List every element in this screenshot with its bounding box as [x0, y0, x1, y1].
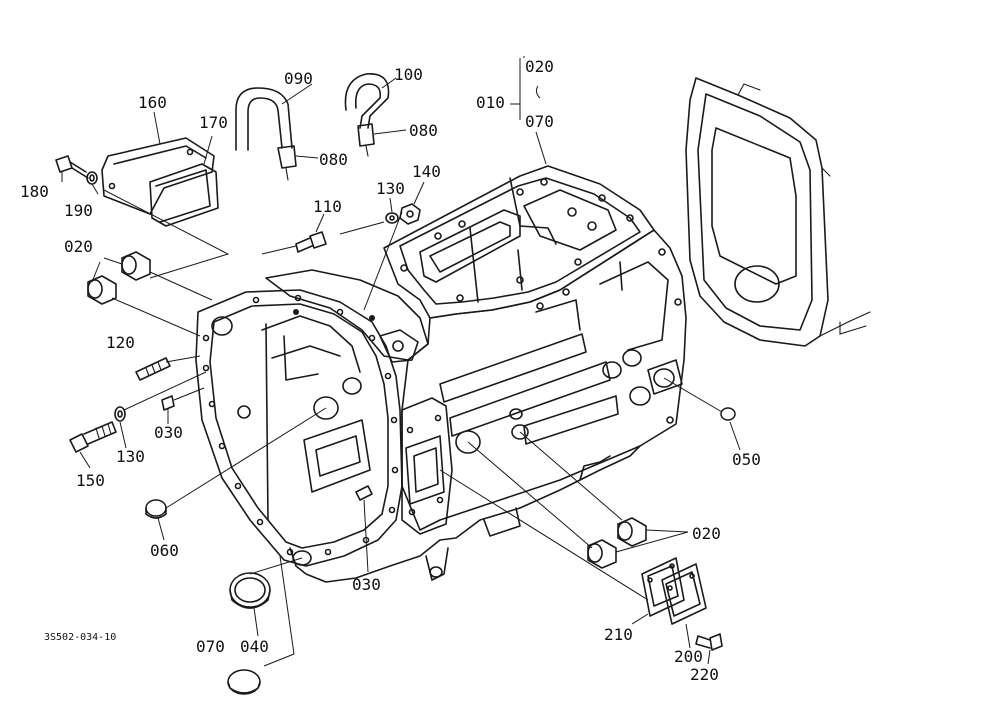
bushings-020-upper — [87, 251, 151, 305]
drawing-number: 3S502-034-10 — [44, 632, 116, 643]
callout-130-upper: 130 — [376, 179, 405, 198]
callout-010: 010 — [476, 93, 505, 112]
callout-210: 210 — [604, 625, 633, 644]
callout-030-left: 030 — [154, 423, 183, 442]
pipe-090 — [235, 87, 297, 181]
callout-020-right: 020 — [692, 524, 721, 543]
pin-030-front — [355, 485, 373, 501]
callout-100: 100 — [394, 65, 423, 84]
plug-050 — [720, 407, 736, 421]
callout-110: 110 — [313, 197, 342, 216]
callout-120: 120 — [106, 333, 135, 352]
callout-090: 090 — [284, 69, 313, 88]
callout-labels: 010 020 070 090 100 080 080 160 170 180 … — [20, 57, 761, 684]
bolt-150 — [69, 421, 117, 453]
pin-030-left — [161, 395, 175, 411]
plug-060 — [145, 499, 167, 519]
bolt-180 — [55, 155, 89, 179]
gasket-170 — [149, 163, 219, 227]
callout-200: 200 — [674, 647, 703, 666]
callout-170: 170 — [199, 113, 228, 132]
side-cover-160 — [101, 137, 215, 215]
callout-220: 220 — [690, 665, 719, 684]
callout-050: 050 — [732, 450, 761, 469]
callout-180: 180 — [20, 182, 49, 201]
gasket-210 — [641, 557, 685, 617]
bushings-020-lower — [587, 517, 647, 569]
callout-070-upper: 070 — [525, 112, 554, 131]
cover-200 — [661, 563, 707, 625]
callout-060: 060 — [150, 541, 179, 560]
bolt-220 — [695, 633, 723, 651]
plug-040 — [229, 572, 271, 609]
bolt-110 — [295, 231, 327, 253]
callout-140: 140 — [412, 162, 441, 181]
nut-140 — [399, 203, 421, 225]
callout-130-lower: 130 — [116, 447, 145, 466]
callout-160: 160 — [138, 93, 167, 112]
callout-080-right: 080 — [409, 121, 438, 140]
callout-080-left: 080 — [319, 150, 348, 169]
leader-lines — [61, 56, 741, 667]
callout-070-lower: 070 — [196, 637, 225, 656]
callout-020-upper: 020 — [525, 57, 554, 76]
adjacent-housing — [685, 77, 871, 347]
callout-190: 190 — [64, 201, 93, 220]
drawing-reference: 3S502-034-10 — [44, 632, 116, 643]
transmission-case — [195, 165, 687, 583]
washer-130-lower — [114, 406, 126, 422]
callout-030-front: 030 — [352, 575, 381, 594]
plug-070 — [227, 669, 261, 695]
callout-150: 150 — [76, 471, 105, 490]
stud-120 — [135, 357, 171, 381]
pipe-100 — [344, 73, 390, 157]
washer-130-upper — [385, 212, 399, 224]
callout-040: 040 — [240, 637, 269, 656]
callout-020-left: 020 — [64, 237, 93, 256]
